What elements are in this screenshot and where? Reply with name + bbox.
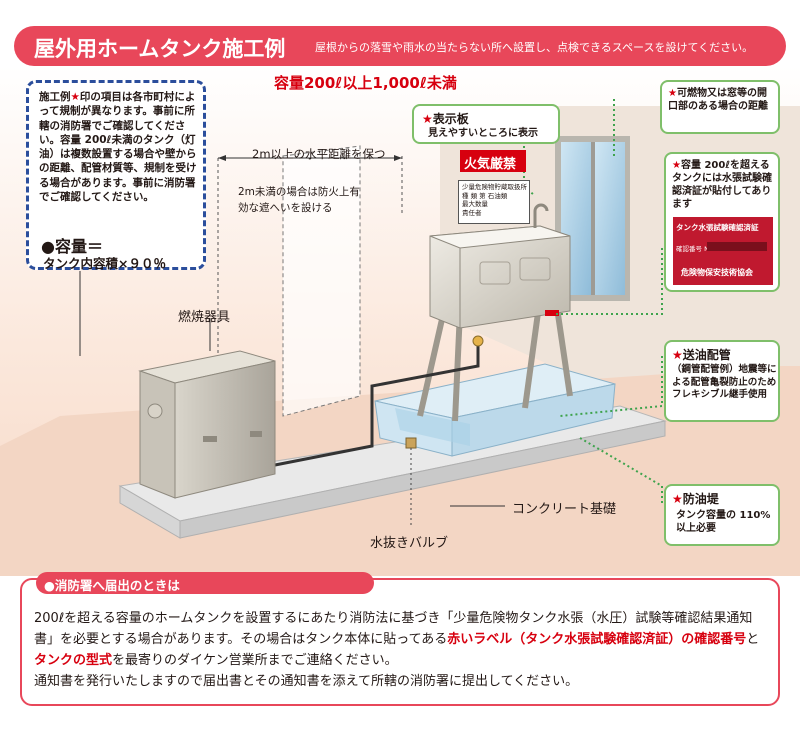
- fire-strict-sign: 火気厳禁: [460, 150, 526, 172]
- red-label-number: 赤いラベル（タンク水張試験確認済証）の確認番号: [447, 632, 747, 647]
- capacity-formula-line1: ●容量＝: [41, 237, 103, 256]
- hazard-sign: 少量危険物貯蔵取扱所 種 類 第 石油類 最大数量 責任者: [458, 180, 530, 224]
- fire-wall-label: 2m未満の場合は防火上有効な遮へいを設ける: [238, 186, 360, 214]
- display-board-title: 表示板: [432, 112, 469, 126]
- certificate-number-box: [707, 242, 767, 251]
- sign-line4: 責任者: [462, 208, 482, 217]
- certificate-label-no: 確認番号 NO: [676, 245, 715, 253]
- burner-label: 燃焼器具: [178, 310, 231, 325]
- callout-oil-pipe: ★送油配管 （鋼管配管例）地震等による配管亀裂防止のためフレキシブル継手使用: [664, 340, 780, 422]
- horizontal-distance-label: 2m以上の水平距離を保つ: [252, 147, 386, 161]
- burner-graphic: [138, 350, 276, 499]
- installation-illustration: [0, 66, 800, 576]
- oil-pipe-body: （鋼管配管例）地震等による配管亀裂防止のためフレキシブル継手使用: [672, 364, 777, 400]
- fire-wall: [282, 145, 361, 417]
- sign-line1: 少量危険物貯蔵取扱所: [462, 183, 527, 191]
- certificate-body: 容量 200ℓを超えるタンクには水張試験確認済証が貼付してあります: [672, 160, 772, 210]
- notice-heading-bar: ●消防署へ届出のときは: [36, 572, 374, 594]
- drain-valve-graphic: [405, 437, 417, 526]
- display-board-body: 見えやすいところに表示: [428, 128, 538, 139]
- tank-model: タンクの型式: [34, 653, 113, 668]
- fire-dept-notice: ●消防署へ届出のときは 200ℓを超える容量のホームタンクを設置するにあたり消防…: [20, 572, 780, 706]
- concrete-label: コンクリート基礎: [512, 502, 617, 517]
- page-subtitle: 屋根からの落雪や雨水の当たらない所へ設置し、点検できるスペースを設けてください。: [315, 41, 754, 54]
- fire-strict-text: 火気厳禁: [464, 157, 517, 172]
- callout-window-distance: ★可燃物又は窓等の開口部のある場合の距離: [660, 80, 780, 134]
- oil-dike-graphic: [374, 363, 616, 457]
- certificate-label-org: 危険物保安技術協会: [681, 268, 753, 277]
- certificate-label: タンク水張試験確認済証 確認番号 NO 危険物保安技術協会: [673, 217, 773, 285]
- notice-text: 200ℓを超える容量のホームタンクを設置するにあたり消防法に基づき「少量危険物タ…: [34, 611, 760, 689]
- page-title: 屋外用ホームタンク施工例: [34, 37, 286, 61]
- window-distance-body: 可燃物又は窓等の開口部のある場合の距離: [668, 88, 768, 112]
- callout-certificate: ★容量 200ℓを超えるタンクには水張試験確認済証が貼付してあります タンク水張…: [664, 152, 780, 292]
- sign-line2: 種 類 第 石油類: [462, 191, 508, 200]
- oil-dike-title: 防油堤: [682, 492, 719, 506]
- note-text: 施工例★印の項目は各市町村によって規制が異なります。事前に所轄の消防署でご確認し…: [39, 91, 197, 204]
- sign-line3: 最大数量: [462, 200, 488, 208]
- note-box: 施工例★印の項目は各市町村によって規制が異なります。事前に所轄の消防署でご確認し…: [26, 80, 206, 271]
- header-bar: 屋外用ホームタンク施工例 屋根からの落雪や雨水の当たらない所へ設置し、点検できる…: [14, 26, 786, 66]
- capacity-formula-line2: タンク内容積×９０％: [43, 256, 166, 271]
- callout-oil-dike: ★防油堤 タンク容量の 110%以上必要: [664, 484, 780, 546]
- oil-dike-body: タンク容量の 110%以上必要: [676, 510, 771, 534]
- certificate-label-title: タンク水張試験確認済証: [676, 223, 759, 232]
- callout-display-board: ★表示板 見えやすいところに表示: [412, 104, 560, 144]
- notice-heading: ●消防署へ届出のときは: [44, 578, 180, 593]
- oil-pipe: [269, 336, 480, 468]
- capacity-title: 容量200ℓ以上1,000ℓ未満: [274, 74, 457, 92]
- tank-graphic: [429, 203, 571, 329]
- drain-valve-label: 水抜きバルブ: [370, 536, 449, 551]
- oil-pipe-title: 送油配管: [682, 348, 731, 362]
